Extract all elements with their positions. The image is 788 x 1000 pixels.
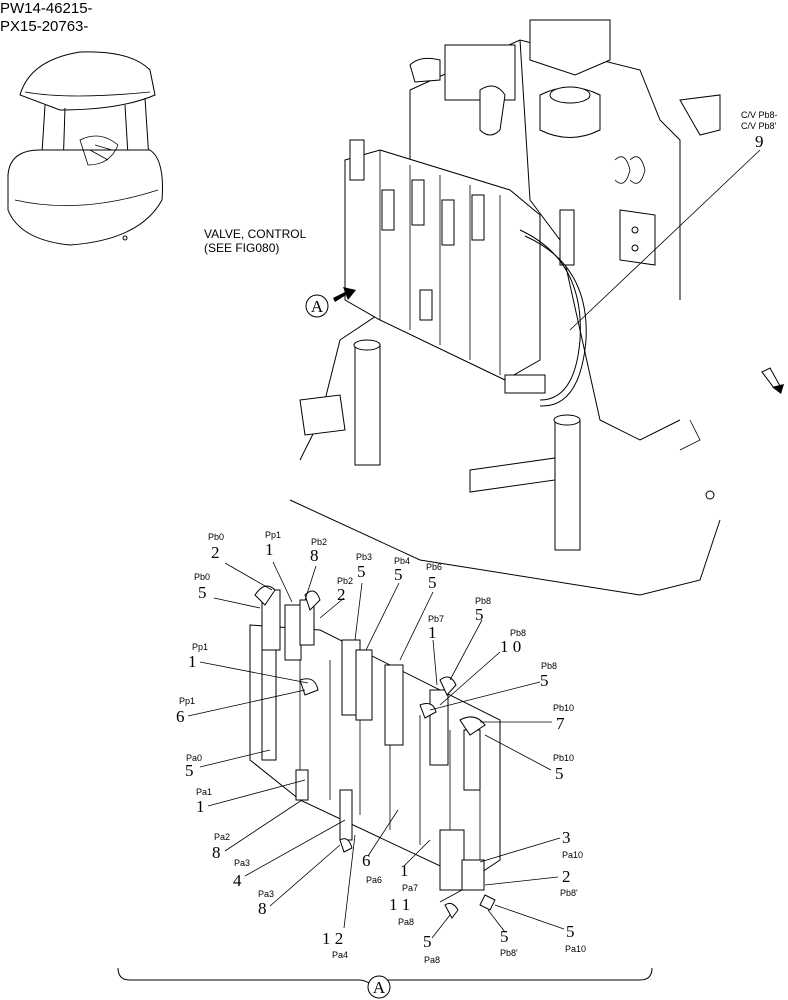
- callout-num-pb8-a: 5: [475, 605, 484, 624]
- hose-item-number: 9: [755, 132, 764, 151]
- callout-num-pb0-a: 2: [211, 543, 220, 562]
- callouts: Pb0 2 Pp1 1 Pb2 8 Pb0 5 Pb3 5 Pb2 2 Pb4 …: [176, 530, 586, 965]
- callout-port-pb2-b: Pb2: [337, 576, 353, 586]
- callout-num-pp1-c: 6: [176, 707, 185, 726]
- callout-port-pa1: Pa1: [196, 787, 212, 797]
- callout-port-pa8-a: Pa8: [398, 917, 414, 927]
- callout-port-pb10-b: Pb10: [553, 753, 574, 763]
- callout-port-pb4: Pb4: [394, 556, 410, 566]
- front-direction-icon: [761, 367, 781, 389]
- callout-num-pa0: 5: [185, 761, 194, 780]
- view-a-arrow-icon: [333, 287, 356, 302]
- callout-num-pa2: 8: [212, 843, 221, 862]
- callout-port-pp1-b: Pp1: [192, 642, 208, 652]
- view-a-marker: [305, 294, 329, 318]
- callout-port-pb0-b: Pb0: [194, 572, 210, 582]
- serial-range-1: PW14-46215-: [0, 0, 93, 17]
- callout-num-pb10-a: 7: [556, 714, 565, 733]
- hose-label-2: C/V Pb8': [741, 121, 777, 131]
- callout-port-pa10-a: Pa10: [562, 850, 583, 860]
- control-valve-block: [344, 139, 575, 394]
- callout-port-pa2: Pa2: [214, 832, 230, 842]
- callout-port-pa6: Pa6: [366, 875, 382, 885]
- serial-range-2: PX15-20763-: [0, 18, 88, 35]
- detail-a-marker: [367, 975, 391, 999]
- callout-port-pa7: Pa7: [402, 883, 418, 893]
- callout-num-pa3-a: 4: [233, 871, 242, 890]
- callout-port-pb8-b: Pb8: [510, 628, 526, 638]
- callout-port-pa0: Pa0: [186, 753, 202, 763]
- callout-port-pb6: Pb6: [426, 562, 442, 572]
- callout-port-pa10-b: Pa10: [565, 944, 586, 954]
- callout-port-pb7: Pb7: [428, 614, 444, 624]
- callout-num-pa3-b: 8: [258, 899, 267, 918]
- callout-port-pa3-a: Pa3: [234, 858, 250, 868]
- machine-overview-icon: [7, 51, 163, 246]
- callout-num-pb8-b: 1 0: [500, 637, 521, 656]
- callout-num-pa4: 1 2: [322, 929, 343, 948]
- callout-num-pb3: 5: [357, 562, 366, 581]
- callout-port-pb0-a: Pb0: [208, 532, 224, 542]
- valve-control-label: VALVE, CONTROL: [204, 227, 307, 241]
- valve-control-ref: (SEE FIG080): [204, 241, 279, 255]
- detail-a-valve: [249, 585, 501, 919]
- callout-port-pb10-a: Pb10: [553, 703, 574, 713]
- callout-num-pb2-a: 8: [310, 546, 319, 565]
- callout-port-pa8-b: Pa8: [424, 955, 440, 965]
- callout-port-pb8p-b: Pb8': [500, 948, 518, 958]
- hose-label-1: C/V Pb8-: [741, 110, 778, 120]
- callout-num-pb0-b: 5: [198, 583, 207, 602]
- callout-num-pa7: 1: [400, 861, 409, 880]
- callout-num-pb10-b: 5: [555, 764, 564, 783]
- callout-num-pb2-b: 2: [337, 585, 346, 604]
- upper-frame-assembly: [289, 19, 721, 596]
- callout-num-pb8-c: 5: [540, 671, 549, 690]
- callout-num-pa10-b: 5: [566, 922, 575, 941]
- callout-num-pb7: 1: [428, 623, 437, 642]
- callout-num-pb6: 5: [428, 573, 437, 592]
- view-a-marker-label: A: [311, 297, 324, 316]
- callout-port-pb8p-a: Pb8': [560, 888, 578, 898]
- callout-port-pa4: Pa4: [332, 950, 348, 960]
- callout-port-pp1-a: Pp1: [265, 530, 281, 540]
- callout-port-pa3-b: Pa3: [258, 889, 274, 899]
- callout-num-pp1-b: 1: [188, 652, 197, 671]
- callout-num-pa1: 1: [196, 797, 205, 816]
- callout-num-pb8p-a: 2: [562, 867, 571, 886]
- callout-leaders: [187, 561, 565, 939]
- callout-port-pb2-a: Pb2: [311, 537, 327, 547]
- callout-port-pb8-a: Pb8: [475, 596, 491, 606]
- callout-port-pb8-c: Pb8: [541, 661, 557, 671]
- detail-a-marker-label: A: [373, 978, 386, 997]
- callout-num-pb8p-b: 5: [500, 927, 509, 946]
- callout-port-pb3: Pb3: [356, 552, 372, 562]
- callout-num-pa8-b: 5: [423, 932, 432, 951]
- callout-num-pp1-a: 1: [265, 540, 274, 559]
- callout-num-pb4: 5: [394, 565, 403, 584]
- callout-num-pa10-a: 3: [562, 828, 571, 847]
- hose-pb8: [519, 229, 581, 401]
- callout-port-pp1-c: Pp1: [179, 696, 195, 706]
- callout-num-pa8-a: 1 1: [389, 895, 410, 914]
- callout-num-pa6: 6: [362, 851, 371, 870]
